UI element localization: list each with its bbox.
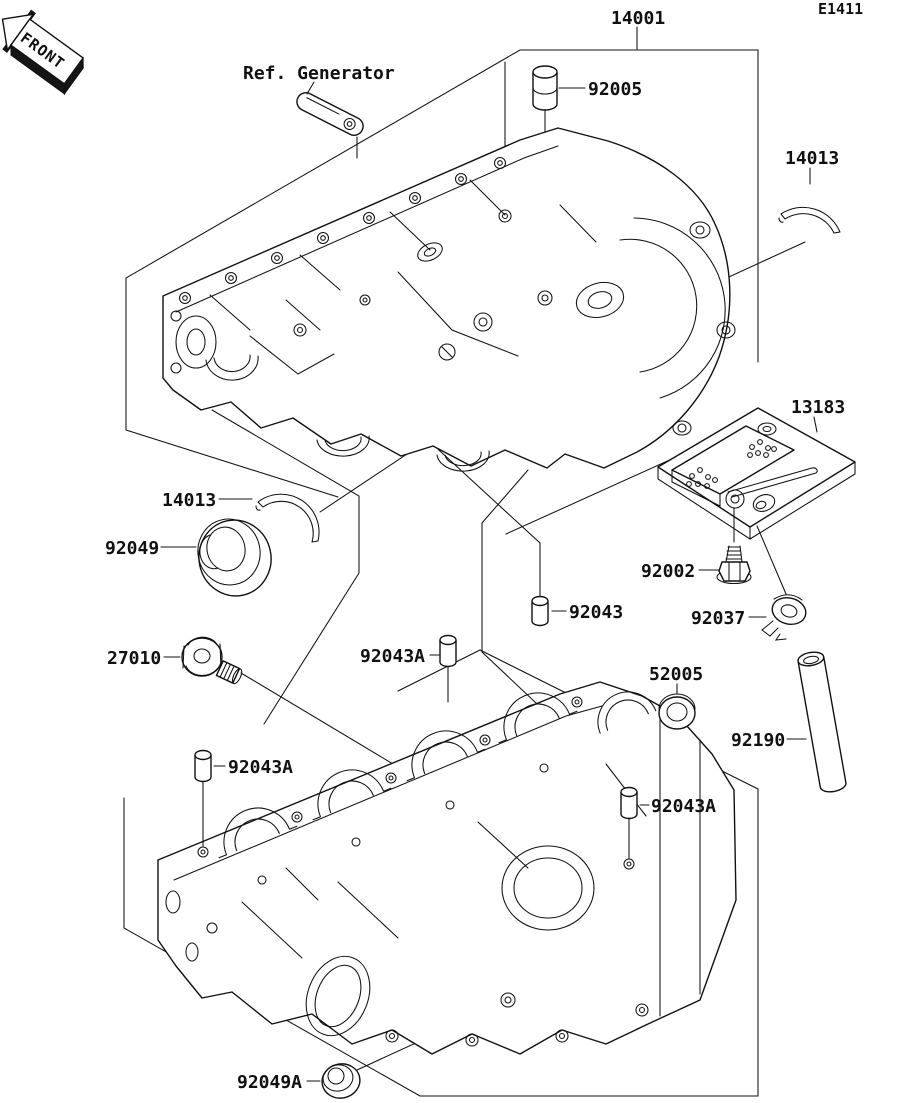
label-92002: 92002 [641, 561, 695, 582]
label-27010: 27010 [107, 648, 161, 669]
label-92043a-left: 92043A [228, 757, 293, 778]
diagram-code-label: E1411 [818, 0, 863, 18]
dowel-pin-92043a-left [194, 749, 212, 847]
label-92190: 92190 [731, 730, 785, 751]
oil-pressure-switch-27010 [181, 636, 243, 685]
oil-seal-92049 [197, 518, 272, 597]
dowel-pin-92043 [531, 595, 549, 627]
label-13183: 13183 [791, 397, 845, 418]
label-14013-top: 14013 [785, 148, 839, 169]
oil-seal-92049a [321, 1063, 361, 1099]
label-92043a-top: 92043A [360, 646, 425, 667]
half-ring-14013-left [255, 493, 320, 543]
part-number-labels: E1411 Ref. Generator 14001 92005 14013 1… [105, 0, 863, 1093]
dowel-pin-92005 [532, 65, 558, 111]
label-92037: 92037 [691, 608, 745, 629]
label-92049a: 92049A [237, 1072, 302, 1093]
bushing-52005 [658, 693, 696, 730]
oil-tube-92190 [797, 651, 847, 793]
bearing-saddles [218, 691, 657, 859]
assembly-bracket-lower [123, 649, 759, 1097]
label-52005: 52005 [649, 664, 703, 685]
label-92043: 92043 [569, 602, 623, 623]
label-92043a-right: 92043A [651, 796, 716, 817]
breather-plate-13183 [657, 407, 856, 540]
upper-crankcase-drawing [162, 127, 736, 472]
label-14001: 14001 [611, 8, 665, 29]
upper-rail-bolt-holes [178, 156, 507, 305]
label-14013-left: 14013 [162, 490, 216, 511]
label-92005: 92005 [588, 79, 642, 100]
wire-clamp-92037 [761, 594, 807, 641]
dowel-pin-92043a-top [439, 634, 457, 703]
label-pointer-lines [160, 26, 818, 1082]
front-direction-badge: FRONT [1, 9, 84, 96]
ref-generator-label: Ref. Generator [243, 63, 395, 84]
half-ring-14013-top [778, 206, 841, 234]
lower-deck-bolt-holes [197, 696, 583, 885]
breather-plate-holes [686, 439, 777, 489]
ref-generator-pointer [306, 81, 315, 95]
flange-bolt-92002 [716, 545, 752, 585]
generator-strap [296, 92, 364, 136]
dowel-pin-92043a-right [620, 786, 638, 859]
label-92049: 92049 [105, 538, 159, 559]
lower-crankcase-drawing [157, 681, 737, 1055]
